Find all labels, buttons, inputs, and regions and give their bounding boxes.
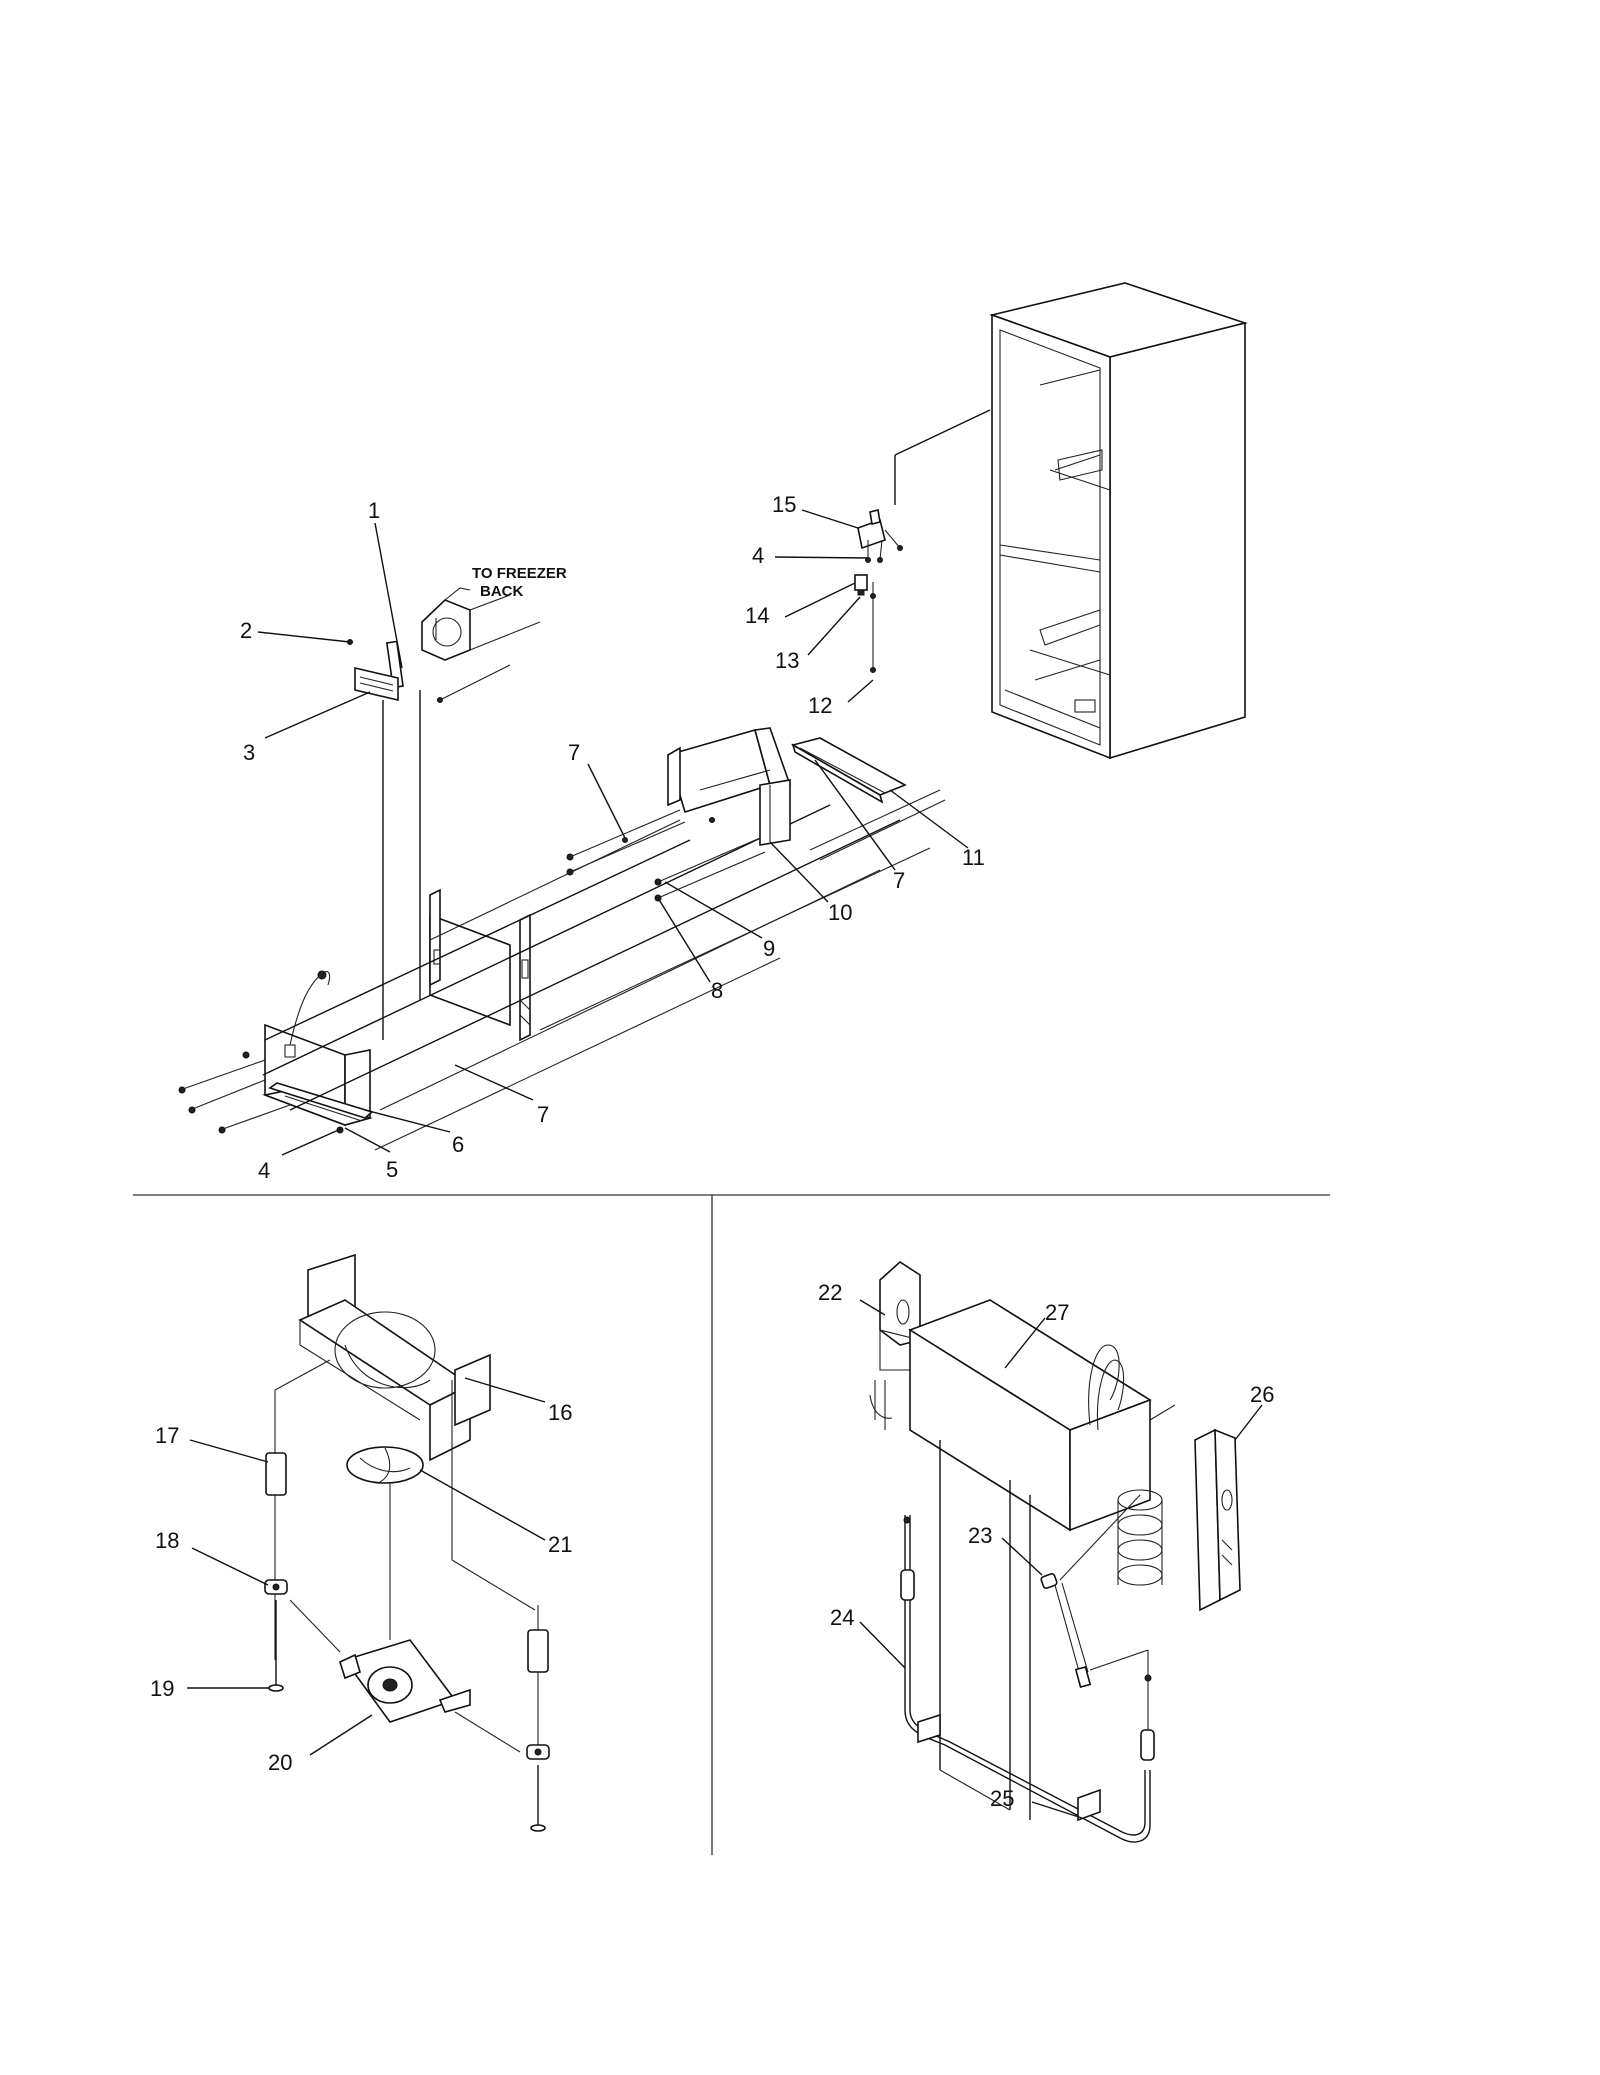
tray-part bbox=[790, 737, 907, 804]
callout-23: 23 bbox=[968, 1523, 992, 1548]
callout-17: 17 bbox=[155, 1423, 179, 1448]
callout-21: 21 bbox=[548, 1532, 572, 1557]
callout-8: 8 bbox=[711, 978, 723, 1003]
callout-18: 18 bbox=[155, 1528, 179, 1553]
callout-5: 5 bbox=[386, 1157, 398, 1182]
refrigerator-cabinet bbox=[894, 282, 1248, 760]
callout-22: 22 bbox=[818, 1280, 842, 1305]
callout-3: 3 bbox=[243, 740, 255, 765]
callout-7b: 7 bbox=[893, 868, 905, 893]
callout-15: 15 bbox=[772, 492, 796, 517]
callout-9: 9 bbox=[763, 936, 775, 961]
callout-10: 10 bbox=[828, 900, 852, 925]
callout-13: 13 bbox=[775, 648, 799, 673]
grille-part bbox=[354, 666, 399, 702]
callout-4a: 4 bbox=[752, 543, 764, 568]
callout-19: 19 bbox=[150, 1676, 174, 1701]
note-line-2: BACK bbox=[480, 583, 523, 600]
damper-hardware bbox=[854, 509, 903, 673]
callout-20: 20 bbox=[268, 1750, 292, 1775]
callout-7a: 7 bbox=[568, 740, 580, 765]
channel-assembly bbox=[566, 727, 792, 902]
fan-motor-assembly bbox=[264, 1253, 550, 1832]
callout-6: 6 bbox=[452, 1132, 464, 1157]
callout-7c: 7 bbox=[537, 1102, 549, 1127]
upper-duct-assembly bbox=[178, 587, 946, 1151]
callout-27: 27 bbox=[1045, 1300, 1069, 1325]
callout-24: 24 bbox=[830, 1605, 854, 1630]
callout-26: 26 bbox=[1250, 1382, 1274, 1407]
callout-1: 1 bbox=[368, 498, 380, 523]
callout-25: 25 bbox=[990, 1786, 1014, 1811]
callout-2: 2 bbox=[240, 618, 252, 643]
evaporator-assembly bbox=[869, 1260, 1241, 1843]
callout-11: 11 bbox=[962, 845, 985, 870]
note-line-1: TO FREEZER bbox=[472, 565, 567, 582]
callout-16: 16 bbox=[548, 1400, 572, 1425]
callout-12: 12 bbox=[808, 693, 832, 718]
callout-leaders bbox=[187, 509, 1263, 1819]
callout-4b: 4 bbox=[258, 1158, 270, 1183]
callout-14: 14 bbox=[745, 603, 769, 628]
